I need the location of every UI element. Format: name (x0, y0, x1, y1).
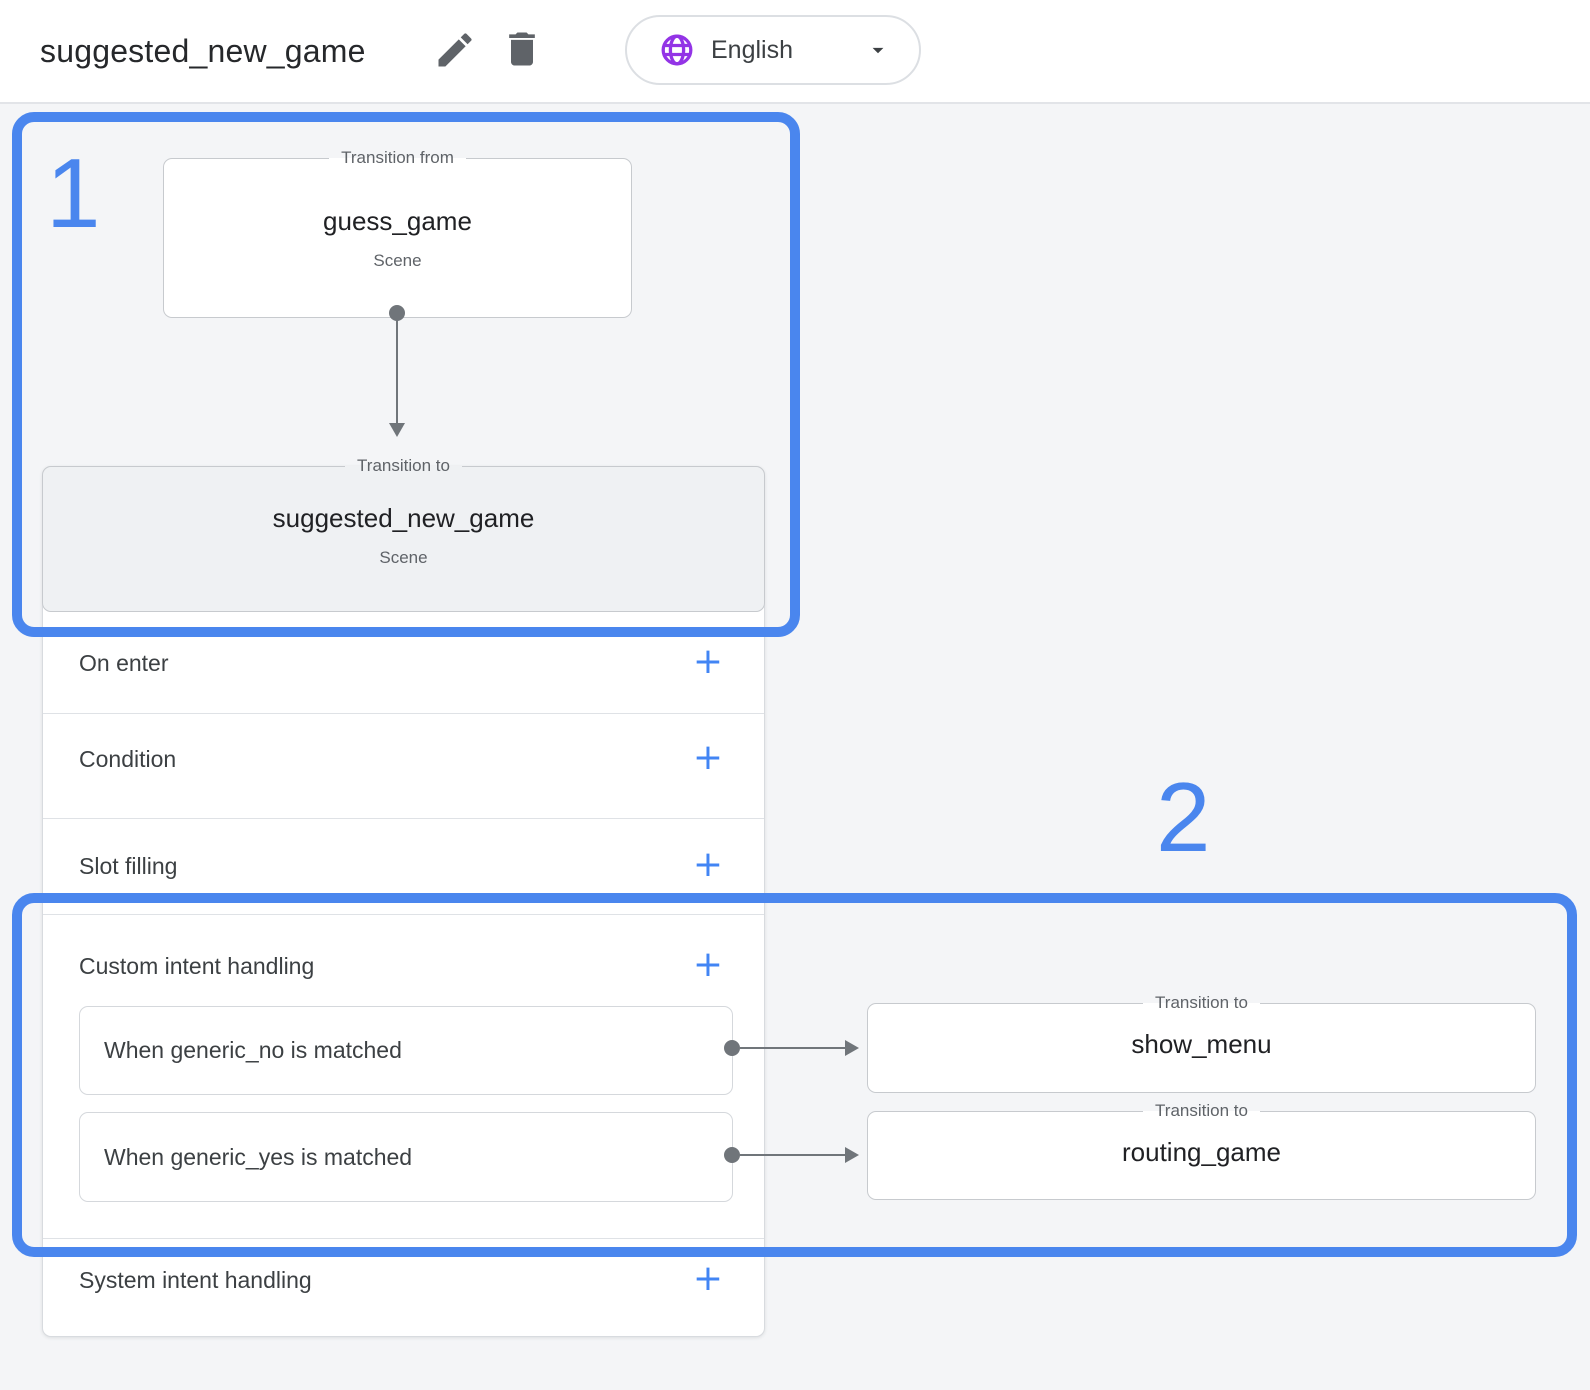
flow-connector-line (396, 318, 398, 424)
condition-label: Condition (79, 746, 177, 772)
transition-to-legend: Transition to (1155, 993, 1248, 1012)
target-scene-name: show_menu (1131, 1028, 1272, 1059)
transition-target-show-menu[interactable]: Transition to show_menu (867, 993, 1536, 1093)
add-system-intent-button[interactable]: + (690, 1261, 726, 1297)
intent-no-arrow-right-icon (845, 1040, 859, 1056)
intent-no-connector-dot (724, 1040, 740, 1056)
intent-card-generic-no[interactable]: When generic_no is matched (79, 1006, 733, 1095)
intent-yes-connector-line (740, 1154, 845, 1156)
transition-target-body: routing_game (868, 1121, 1535, 1183)
chevron-down-icon (865, 37, 891, 63)
add-slot-filling-button[interactable]: + (690, 847, 726, 883)
transition-from-body: guess_game Scene (164, 168, 631, 308)
page-title: suggested_new_game (40, 33, 366, 69)
transition-from-legend: Transition from (341, 148, 454, 167)
transition-to-box[interactable]: Transition to suggested_new_game Scene (42, 456, 765, 612)
section-condition: Condition + (43, 713, 764, 818)
transition-to-body: suggested_new_game Scene (43, 476, 764, 594)
globe-icon (659, 32, 695, 68)
language-label: English (711, 35, 793, 64)
to-scene-type: Scene (379, 547, 428, 567)
intent-yes-connector-dot (724, 1147, 740, 1163)
add-on-enter-button[interactable]: + (690, 644, 726, 680)
section-system-intent-handling: System intent handling + (43, 1238, 764, 1337)
intent-card-generic-yes[interactable]: When generic_yes is matched (79, 1112, 733, 1202)
section-slot-filling: Slot filling + (43, 818, 764, 914)
trash-icon (500, 32, 544, 74)
add-condition-button[interactable]: + (690, 740, 726, 776)
edit-scene-button[interactable] (433, 28, 477, 72)
intent-yes-arrow-right-icon (845, 1147, 859, 1163)
intent-card-text: When generic_yes is matched (104, 1143, 413, 1170)
flow-arrow-down-icon (389, 423, 405, 437)
transition-from-box[interactable]: Transition from guess_game Scene (163, 148, 632, 318)
transition-to-legend: Transition to (1155, 1101, 1248, 1120)
intent-no-connector-line (740, 1047, 845, 1049)
section-custom-intent-handling: Custom intent handling + When generic_no… (43, 914, 764, 1238)
system-intent-label: System intent handling (79, 1267, 312, 1293)
add-custom-intent-button[interactable]: + (690, 947, 726, 983)
on-enter-label: On enter (79, 650, 169, 676)
annotation-number-2: 2 (1156, 762, 1211, 872)
custom-intent-label: Custom intent handling (79, 953, 315, 979)
to-scene-name: suggested_new_game (272, 502, 535, 533)
delete-scene-button[interactable] (500, 27, 544, 71)
top-bar: suggested_new_game English (0, 0, 1590, 104)
intent-card-text: When generic_no is matched (104, 1037, 402, 1063)
transition-target-routing-game[interactable]: Transition to routing_game (867, 1101, 1536, 1200)
section-on-enter: On enter + (43, 631, 764, 713)
from-scene-name: guess_game (323, 205, 472, 236)
transition-target-body: show_menu (868, 1013, 1535, 1075)
target-scene-name: routing_game (1122, 1136, 1281, 1167)
language-selector[interactable]: English (625, 15, 921, 85)
annotation-number-1: 1 (46, 138, 101, 248)
flow-connector-dot (389, 305, 405, 321)
from-scene-type: Scene (373, 250, 422, 270)
slot-filling-label: Slot filling (79, 853, 178, 879)
pencil-icon (433, 33, 477, 75)
transition-to-legend: Transition to (357, 456, 450, 475)
